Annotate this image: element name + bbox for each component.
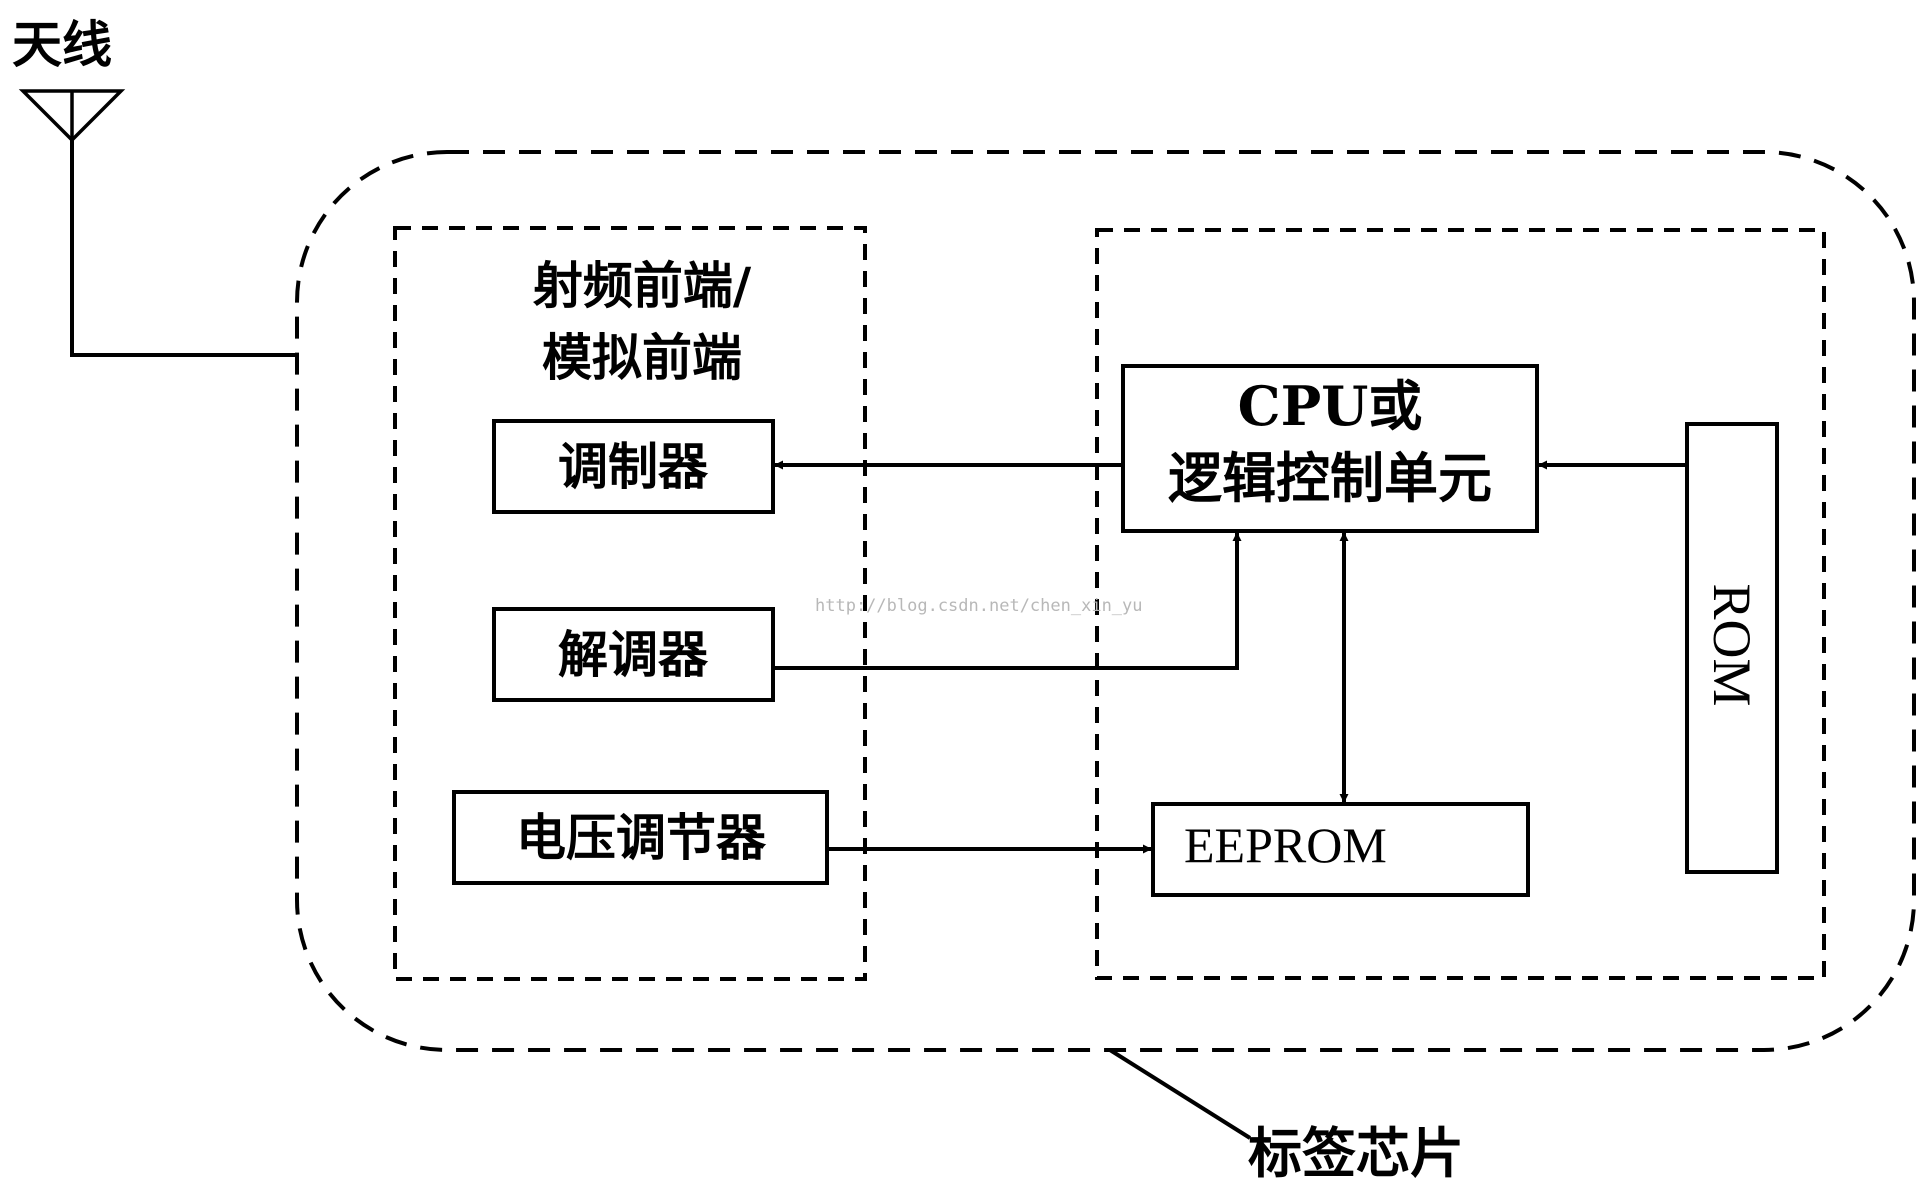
rf-frontend-group <box>393 226 867 981</box>
eeprom-label: EEPROM <box>1184 817 1387 873</box>
modulator-label: 调制器 <box>558 437 709 496</box>
rf-frontend-title-line1: 射频前端/ <box>533 256 752 315</box>
chip-callout-line <box>1108 1048 1252 1140</box>
digital-logic-group <box>1095 228 1826 980</box>
rom-block <box>1685 422 1779 874</box>
antenna-feed-line <box>70 140 297 357</box>
rom-label: ROM <box>1702 583 1762 706</box>
voltage-regulator-label: 电压调节器 <box>516 808 767 867</box>
rf-frontend-title-line2: 模拟前端 <box>542 328 742 387</box>
voltage-regulator-block <box>452 790 829 885</box>
tag-chip-boundary <box>295 150 1916 1052</box>
cpu-label-line1: CPU或 <box>1238 374 1423 438</box>
antenna-label: 天线 <box>12 15 112 74</box>
chip-label: 标签芯片 <box>1248 1121 1464 1185</box>
eeprom-block <box>1151 802 1530 897</box>
modulator-block <box>492 419 775 514</box>
demodulator-label: 解调器 <box>558 625 709 684</box>
cpu-label-line2: 逻辑控制单元 <box>1168 446 1492 510</box>
antenna-icon <box>18 89 126 143</box>
watermark-text: http://blog.csdn.net/chen_xin_yu <box>815 596 1143 616</box>
demodulator-to-cpu-arrow <box>773 532 1242 670</box>
cpu-logic-block <box>1121 364 1539 533</box>
demodulator-block <box>492 607 775 702</box>
